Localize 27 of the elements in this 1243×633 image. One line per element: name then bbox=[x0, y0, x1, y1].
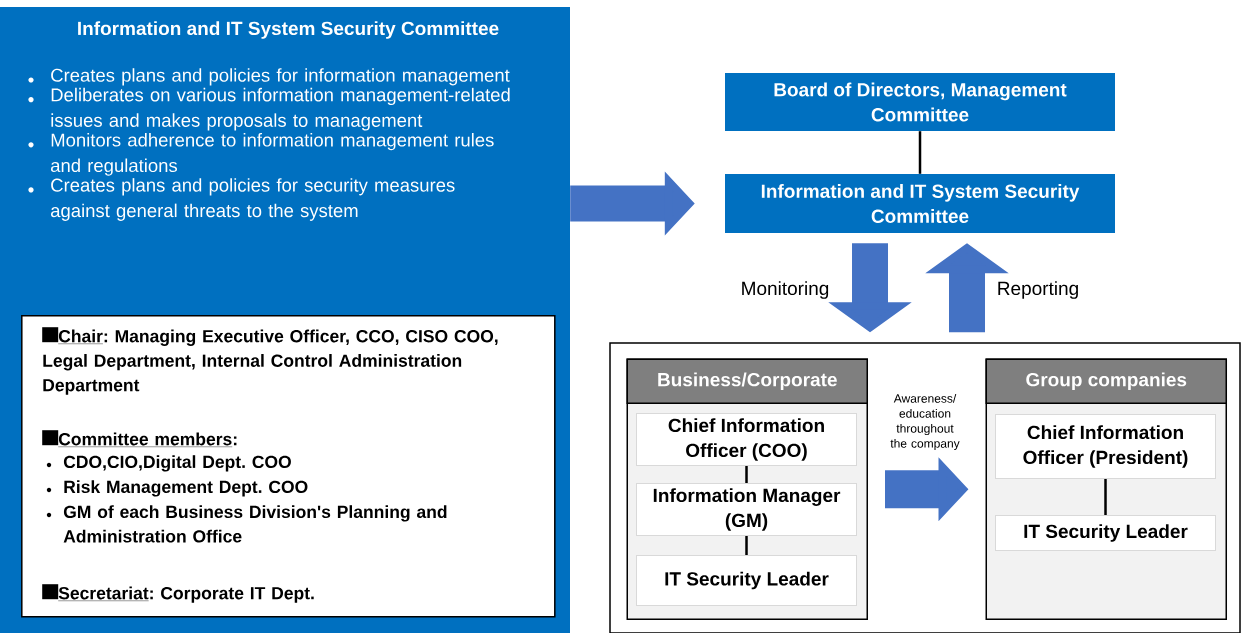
role-box: Chief Information Officer (COO) bbox=[636, 413, 857, 466]
role-box: IT Security Leader bbox=[995, 515, 1216, 551]
connector-line bbox=[918, 131, 922, 174]
connector-line bbox=[745, 536, 748, 555]
role-box: IT Security Leader bbox=[636, 555, 857, 606]
chair-text: Chair: Managing Executive Officer, CCO, CISO COO, Legal Department, Internal Control Administration Department bbox=[42, 327, 498, 395]
panel-title: Information and IT System Security Committee bbox=[78, 21, 499, 39]
panel-header: Business/Corporate bbox=[626, 358, 868, 404]
role-box: Chief Information Officer (President) bbox=[995, 414, 1216, 479]
bullet-text: Monitors adherence to information management rules and regulations bbox=[51, 133, 494, 176]
edge-label: Monitoring bbox=[739, 280, 831, 300]
members-heading: Committee members: bbox=[42, 430, 237, 447]
secretariat-text: Secretariat: Corporate IT Dept. bbox=[42, 584, 314, 603]
bullet-text: Creates plans and policies for information management bbox=[51, 68, 510, 86]
org-box: Board of Directors, Management Committee bbox=[725, 73, 1115, 131]
member-text: CDO,CIO,Digital Dept. COO bbox=[63, 455, 291, 472]
member-text: Risk Management Dept. COO bbox=[64, 480, 308, 497]
edge-label: Reporting bbox=[995, 280, 1081, 300]
panel-header: Group companies bbox=[985, 358, 1227, 404]
edge-label: Awareness/ education throughout the company bbox=[879, 392, 971, 452]
org-box: Information and IT System Security Committee bbox=[725, 174, 1115, 233]
role-box: Information Manager (GM) bbox=[636, 483, 857, 536]
bullet-text: Deliberates on various information management-related issues and makes proposals to management bbox=[51, 87, 510, 131]
bullet-text: Creates plans and policies for security measures against general threats to the system bbox=[51, 178, 455, 221]
connector-line bbox=[745, 466, 748, 483]
member-text: GM of each Business Division's Planning and Administration Office bbox=[63, 505, 447, 543]
connector-line bbox=[1104, 479, 1107, 515]
